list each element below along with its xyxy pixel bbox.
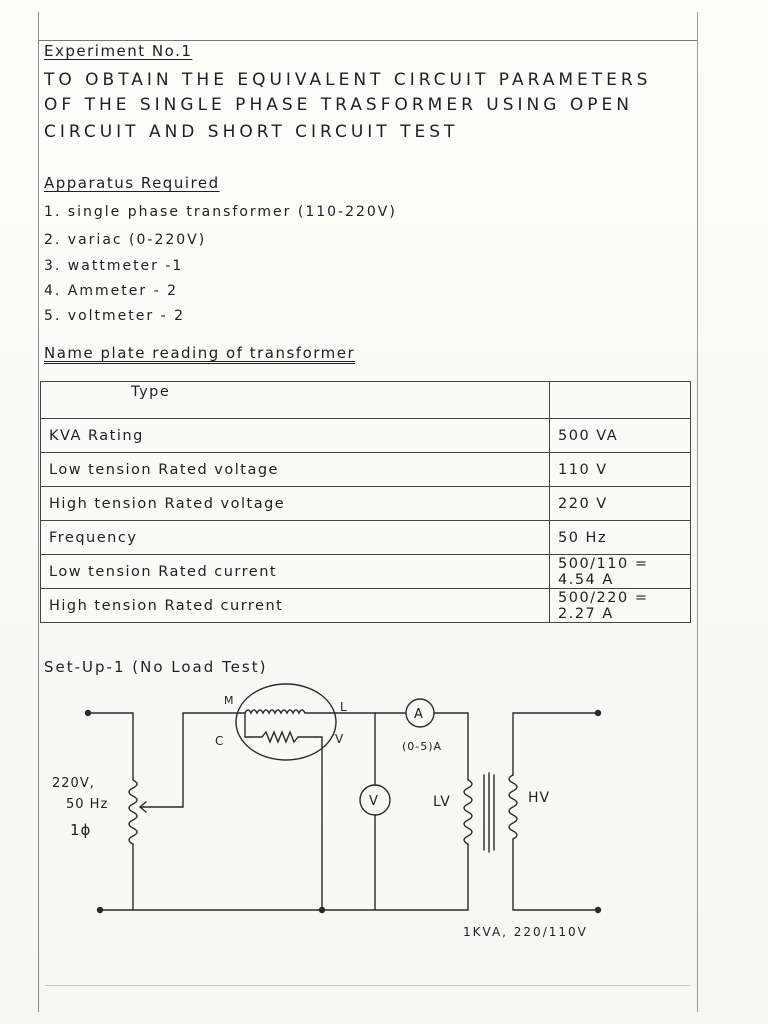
bottom-rule xyxy=(45,985,690,986)
experiment-title-line-2: OF THE SINGLE PHASE TRASFORMER USING OPE… xyxy=(44,95,633,115)
table-row: High tension Rated current 500/220 = 2.2… xyxy=(40,588,691,623)
lv-winding xyxy=(463,779,473,845)
variac-coil xyxy=(128,779,138,845)
table-cell-label: Low tension Rated current xyxy=(40,554,550,589)
transformer-rating-label: 1KVA, 220/110V xyxy=(463,925,588,939)
nameplate-table: Type KVA Rating 500 VA Low tension Rated… xyxy=(40,381,691,623)
experiment-title-line-3: CIRCUIT AND SHORT CIRCUIT TEST xyxy=(44,122,459,142)
supply-voltage-label: 220V, xyxy=(52,776,95,791)
supply-phase-label: 1ϕ xyxy=(70,821,91,839)
table-cell-value: 500/110 = 4.54 A xyxy=(549,554,691,589)
supply-frequency-label: 50 Hz xyxy=(66,797,108,812)
junction-dot xyxy=(318,906,326,914)
wattmeter-l-label: L xyxy=(340,700,348,714)
table-cell-value: 500/220 = 2.27 A xyxy=(549,588,691,623)
wire-ammeter-to-lv xyxy=(433,712,469,781)
table-header-value xyxy=(549,381,691,419)
wire-input-top xyxy=(89,712,134,781)
wire-hv-bottom xyxy=(512,838,596,911)
wattmeter-m-label: M xyxy=(224,694,235,707)
wattmeter-c-label: C xyxy=(215,734,224,748)
voltmeter-symbol: V xyxy=(369,794,379,809)
table-cell-value: 220 V xyxy=(549,486,691,521)
table-cell-label: KVA Rating xyxy=(40,418,550,453)
table-row: Low tension Rated voltage 110 V xyxy=(40,452,691,487)
wire-mc-link xyxy=(244,712,251,738)
apparatus-item: 1. single phase transformer (110-220V) xyxy=(44,204,397,220)
ammeter-symbol: A xyxy=(414,707,424,722)
wattmeter-pressure-coil xyxy=(249,730,316,744)
table-row: High tension Rated voltage 220 V xyxy=(40,486,691,521)
no-load-test-circuit-diagram: 220V, 50 Hz 1ϕ M L C V A (0-5)A V LV HV … xyxy=(52,683,602,939)
apparatus-heading: Apparatus Required xyxy=(44,174,220,192)
table-cell-label: High tension Rated voltage xyxy=(40,486,550,521)
hv-label: HV xyxy=(528,790,550,806)
left-margin-line xyxy=(38,12,39,1012)
wire-hv-top xyxy=(512,712,596,776)
wire-wattmeter-v xyxy=(314,736,323,911)
top-rule xyxy=(38,40,698,41)
apparatus-item: 3. wattmeter -1 xyxy=(44,258,184,274)
table-cell-value: 110 V xyxy=(549,452,691,487)
wire-variac-to-wattmeter xyxy=(182,712,246,808)
nameplate-heading: Name plate reading of transformer xyxy=(44,344,356,362)
hv-winding xyxy=(508,774,518,840)
input-terminal-bottom xyxy=(96,906,104,914)
table-cell-value: 500 VA xyxy=(549,418,691,453)
table-cell-label: Frequency xyxy=(40,520,550,555)
table-row: Frequency 50 Hz xyxy=(40,520,691,555)
table-cell-value: 50 Hz xyxy=(549,520,691,555)
variac-wiper-arrowhead xyxy=(138,801,147,813)
hv-terminal-bottom xyxy=(594,906,602,914)
hv-terminal-top xyxy=(594,709,602,717)
lv-label: LV xyxy=(433,794,451,810)
ammeter-range-label: (0-5)A xyxy=(402,740,442,753)
table-row: Type xyxy=(40,381,691,419)
wattmeter-v-label: V xyxy=(335,732,344,746)
experiment-title-line-1: TO OBTAIN THE EQUIVALENT CIRCUIT PARAMET… xyxy=(44,70,652,90)
setup-heading: Set-Up-1 (No Load Test) xyxy=(44,658,268,676)
wattmeter-current-coil xyxy=(244,709,331,715)
apparatus-item: 4. Ammeter - 2 xyxy=(44,283,178,299)
table-cell-label: Low tension Rated voltage xyxy=(40,452,550,487)
apparatus-item: 5. voltmeter - 2 xyxy=(44,308,186,324)
table-row: KVA Rating 500 VA xyxy=(40,418,691,453)
apparatus-item: 2. variac (0-220V) xyxy=(44,232,207,248)
table-header-type: Type xyxy=(40,381,550,419)
wattmeter-enclosure xyxy=(235,683,337,761)
experiment-heading: Experiment No.1 xyxy=(44,42,193,60)
table-row: Low tension Rated current 500/110 = 4.54… xyxy=(40,554,691,589)
table-cell-label: High tension Rated current xyxy=(40,588,550,623)
right-margin-line xyxy=(697,12,698,1012)
